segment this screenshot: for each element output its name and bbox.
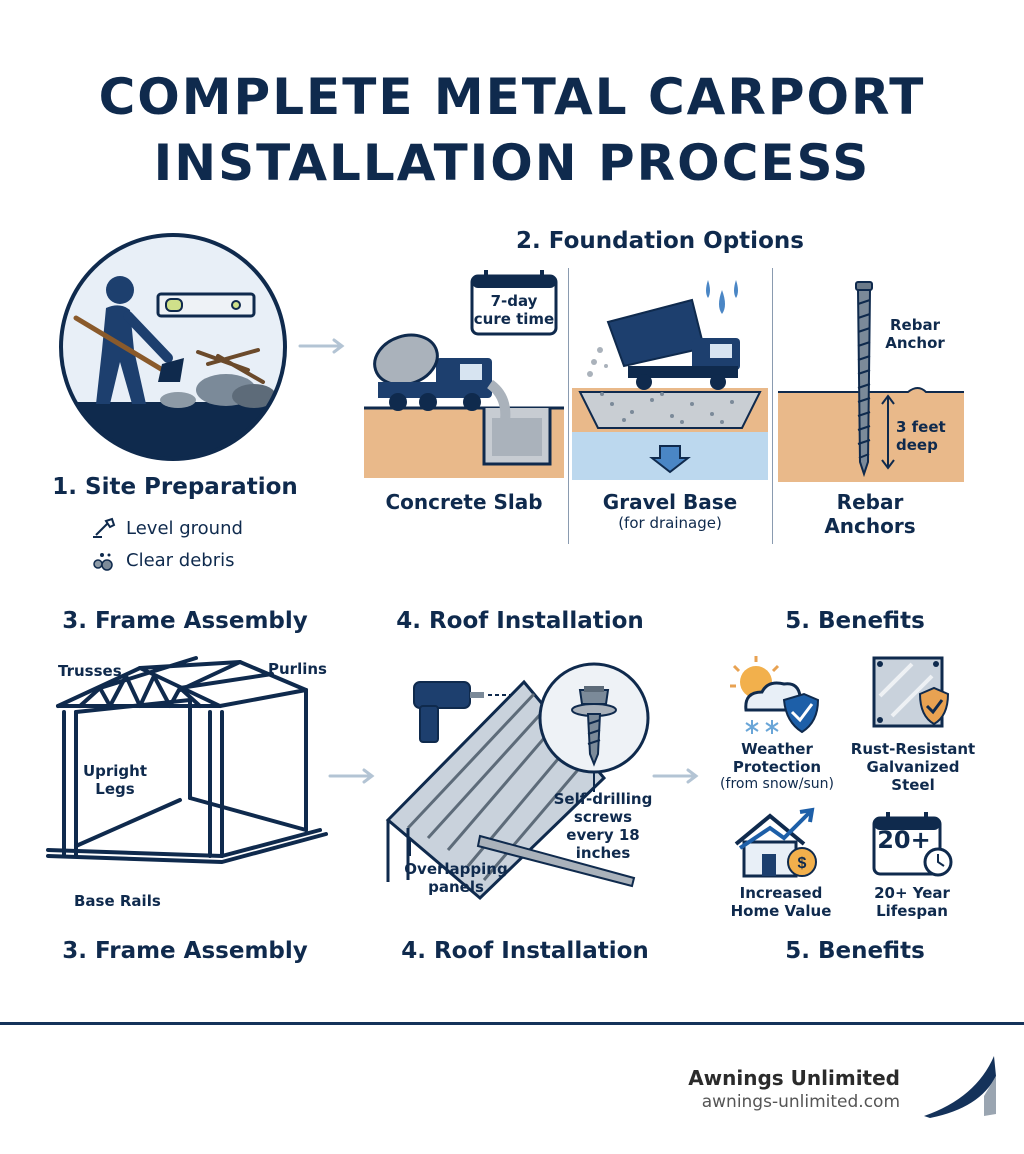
brand-url[interactable]: awnings-unlimited.com (701, 1092, 900, 1112)
drill-icon (413, 681, 514, 743)
concrete-slab-illustration (364, 270, 564, 478)
step3-caption: 3. Frame Assembly (62, 938, 308, 964)
benefit-note: (from snow/sun) (720, 776, 834, 792)
brand-block: Awnings Unlimited awnings-unlimited.com (688, 1066, 900, 1112)
gravel-base-caption: Gravel Base (602, 490, 738, 514)
step1-bullet-list: Level ground Clear debris (92, 512, 243, 576)
benefit-weather: Weather Protection (from snow/sun) (712, 740, 842, 792)
arrow-icon (652, 768, 699, 784)
step5-heading: 5. Benefits (785, 608, 925, 634)
title-line-1: COMPLETE METAL CARPORT (98, 68, 926, 126)
upright-legs-label: Upright Legs (78, 762, 152, 798)
purlins-label: Purlins (268, 660, 327, 678)
bullet-text: Level ground (126, 517, 243, 539)
bullet-item-level: Level ground (92, 512, 243, 544)
divider (568, 268, 569, 544)
frame-assembly-illustration (46, 656, 328, 864)
footer-divider (0, 1022, 1024, 1025)
bullet-text: Clear debris (126, 549, 235, 571)
rebar-anchor-label: Rebar Anchor (885, 316, 945, 352)
benefit-steel-title: Rust-Resistant Galvanized Steel (850, 740, 976, 794)
benefit-lifespan-title: 20+ Year Lifespan (874, 884, 950, 920)
steel-shield-icon (872, 656, 950, 728)
step3-heading: 3. Frame Assembly (62, 608, 308, 634)
site-preparation-illustration (59, 233, 287, 461)
step4-caption: 4. Roof Installation (401, 938, 649, 964)
brand-logo-icon (924, 1056, 996, 1118)
home-value-icon: $ (734, 807, 817, 878)
brand-name: Awnings Unlimited (688, 1066, 900, 1090)
depth-label: 3 feet deep (896, 418, 946, 454)
trusses-label: Trusses (58, 662, 122, 680)
divider (772, 268, 773, 544)
shovel-icon (93, 517, 116, 538)
self-drilling-screws-label: Self-drilling screws every 18 inches (553, 790, 653, 862)
benefit-title: Weather Protection (732, 740, 822, 776)
rebar-anchor-illustration (778, 281, 964, 482)
debris-icon (93, 553, 113, 571)
svg-text:$: $ (798, 855, 807, 872)
rebar-anchors-caption: Rebar Anchors (824, 490, 916, 538)
step1-heading: 1. Site Preparation (52, 474, 298, 500)
step4-heading: 4. Roof Installation (396, 608, 644, 634)
calendar-clock-icon (872, 812, 953, 877)
gravel-base-illustration (572, 280, 768, 480)
bullet-item-debris: Clear debris (92, 544, 243, 576)
benefit-home-title: Increased Home Value (730, 884, 832, 920)
overlapping-panels-label: Overlapping panels (404, 860, 508, 896)
base-rails-label: Base Rails (74, 892, 161, 910)
roof-installation-illustration (385, 662, 650, 901)
concrete-slab-caption: Concrete Slab (385, 490, 543, 514)
page-title: COMPLETE METAL CARPORT INSTALLATION PROC… (0, 64, 1024, 196)
gravel-base-note: (for drainage) (618, 514, 722, 532)
cure-time-label: 7-day cure time (473, 292, 555, 328)
title-line-2: INSTALLATION PROCESS (153, 134, 871, 192)
step2-heading: 2. Foundation Options (516, 228, 804, 254)
step5-caption: 5. Benefits (785, 938, 925, 964)
arrow-icon (328, 768, 375, 784)
weather-shield-icon (730, 656, 820, 734)
calendar-number: 20+ (877, 826, 931, 854)
arrow-icon (298, 338, 345, 354)
